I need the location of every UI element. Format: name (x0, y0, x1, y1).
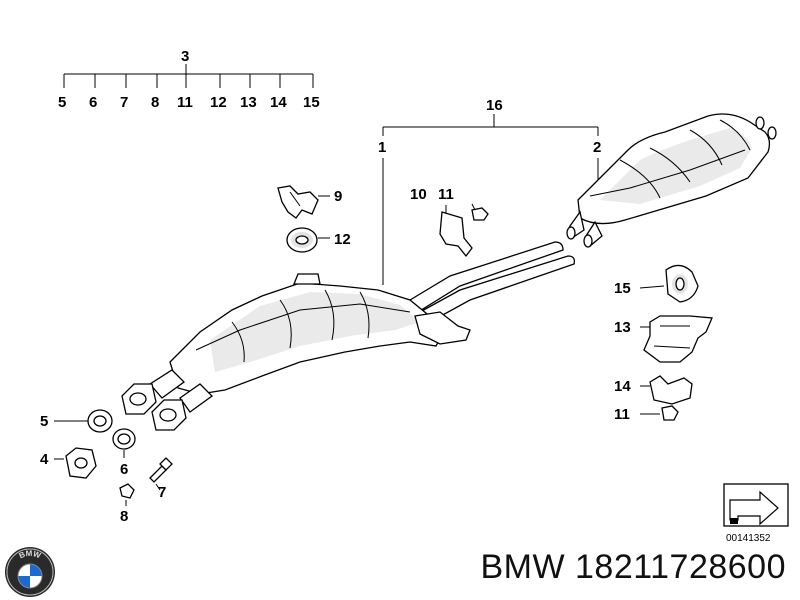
svg-text:BMW: BMW (18, 549, 43, 561)
part-8-nut[interactable]: 8 (119, 483, 135, 525)
callout-11-right[interactable]: 11 (614, 406, 630, 423)
callout-group-3: 3 5 6 7 8 11 12 13 14 15 (58, 48, 320, 111)
callout-5-left[interactable]: 5 (40, 413, 48, 430)
part-4-flange[interactable]: 4 (40, 447, 97, 479)
callout-8[interactable]: 8 (151, 94, 159, 111)
connecting-pipes[interactable] (409, 241, 576, 323)
callout-3[interactable]: 3 (181, 48, 189, 65)
callout-8-left[interactable]: 8 (120, 508, 128, 525)
part-6-ring[interactable]: 6 (112, 428, 136, 478)
callout-14-right[interactable]: 14 (614, 378, 631, 395)
callout-13[interactable]: 13 (240, 94, 257, 111)
part-15-rubber-mount[interactable]: 15 (614, 264, 699, 303)
callout-9[interactable]: 9 (334, 188, 342, 205)
callout-11-top[interactable]: 11 (438, 186, 454, 203)
callout-5[interactable]: 5 (58, 94, 66, 111)
inlet-flanges[interactable] (121, 383, 187, 431)
front-muffler[interactable] (149, 273, 471, 413)
part-7-bolt[interactable]: 7 (149, 457, 173, 501)
logo-text: BMW (18, 549, 43, 561)
part-number-caption: BMW 18211728600 (480, 548, 786, 586)
drawing-number: 00141352 (726, 533, 771, 544)
callout-16[interactable]: 16 (486, 97, 503, 114)
direction-box: 00141352 (723, 483, 789, 544)
callout-4[interactable]: 4 (40, 451, 49, 468)
part-5-gasket[interactable]: 5 (40, 409, 113, 433)
callout-15[interactable]: 15 (303, 94, 320, 111)
callout-6[interactable]: 6 (89, 94, 97, 111)
callout-15-right[interactable]: 15 (614, 280, 631, 297)
callout-group-16: 16 1 2 (378, 97, 601, 285)
callout-14[interactable]: 14 (270, 94, 287, 111)
callout-7[interactable]: 7 (120, 94, 128, 111)
callout-11[interactable]: 11 (177, 94, 193, 111)
part-14-clamp[interactable]: 14 (614, 375, 693, 405)
part-9-bracket[interactable]: 9 (277, 185, 342, 219)
part-12-rubber-mount[interactable]: 12 (286, 227, 351, 253)
part-10-11-bracket[interactable]: 10 11 (410, 186, 489, 258)
callout-13-right[interactable]: 13 (614, 319, 631, 336)
callout-12-right[interactable]: 12 (334, 231, 351, 248)
callout-2[interactable]: 2 (593, 139, 601, 156)
bmw-roundel-icon: BMW (5, 547, 55, 597)
callout-6-left[interactable]: 6 (120, 461, 128, 478)
part-13-bracket[interactable]: 13 (614, 315, 713, 363)
callout-7-left[interactable]: 7 (158, 484, 166, 501)
callout-12[interactable]: 12 (210, 94, 227, 111)
callout-1[interactable]: 1 (378, 139, 386, 156)
rear-muffler[interactable] (566, 113, 777, 248)
callout-10[interactable]: 10 (410, 186, 427, 203)
part-11-nut[interactable]: 11 (614, 405, 679, 423)
